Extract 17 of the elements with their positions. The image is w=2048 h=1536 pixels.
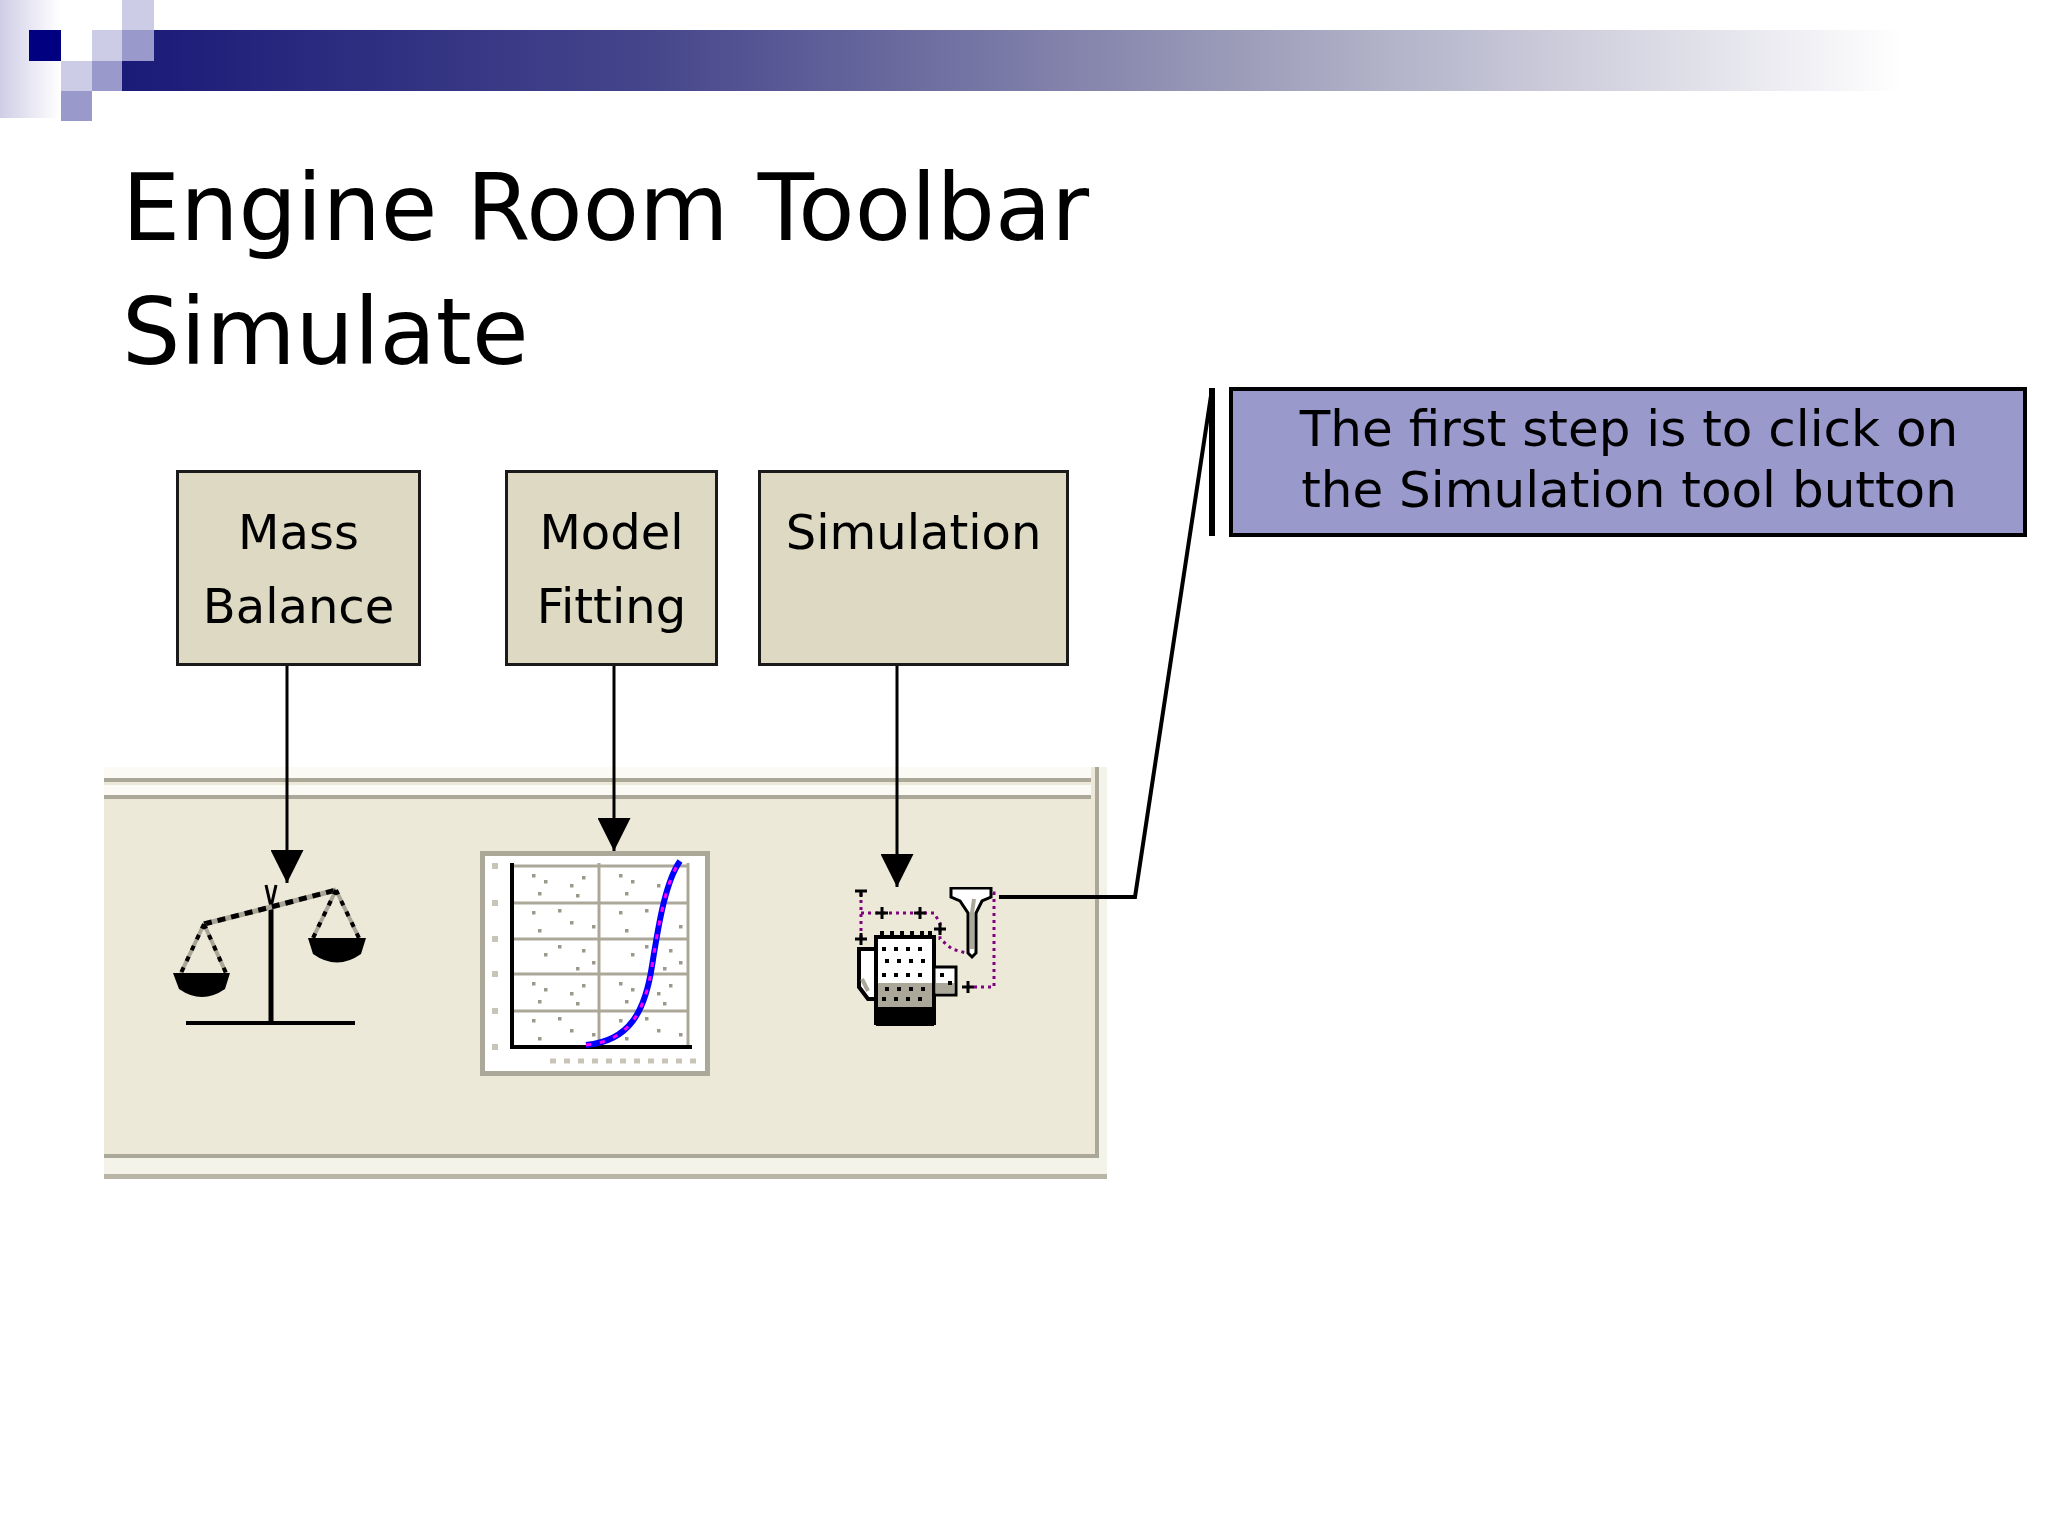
callout-box	[1207, 387, 2027, 537]
balance-scale-icon	[171, 883, 366, 1026]
label-box	[505, 470, 718, 666]
label-text: Simulation	[785, 503, 1042, 562]
label-box	[758, 470, 1069, 666]
toolbar-panel	[104, 767, 1107, 1179]
arrow	[880, 666, 914, 887]
arrow	[597, 666, 631, 851]
label-text: Model Fitting	[535, 503, 688, 636]
machine-icon	[854, 887, 999, 1026]
arrow	[270, 666, 304, 883]
slide-title: Engine Room Toolbar	[122, 156, 1090, 262]
callout-text: The first step is to click on the Simulation tool button	[1298, 399, 1960, 521]
subtitle-text: Simulate	[122, 280, 529, 386]
line-chart-icon	[480, 851, 710, 1076]
label-text: Mass Balance	[201, 503, 396, 636]
label-box	[176, 470, 421, 666]
